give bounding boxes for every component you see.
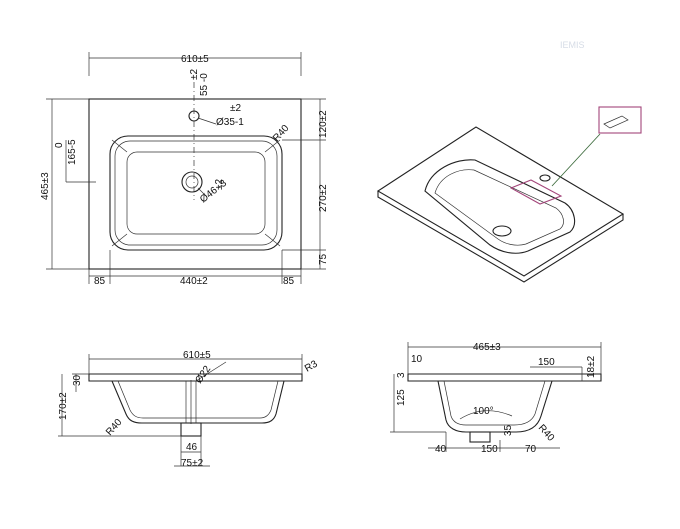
side-rim [407,373,602,382]
side-bowl [437,380,553,433]
angle-arc [459,410,513,420]
iso-bowl-rim [424,159,576,254]
side-rim-height: 3 [396,372,407,378]
top-view-bowl-outer [109,135,283,251]
width-dim: 610±5 [181,54,209,65]
front-edge-radius: R3 [303,358,320,374]
iso-highlight-area [509,179,563,205]
drain-inner [185,175,199,189]
front-width-dim: 610±5 [183,350,211,361]
back-dim: 120±2 [318,110,329,138]
side-bowl-inner [443,380,546,426]
corner-radius: R40 [271,123,292,144]
top-view-bowl-inner [126,151,266,235]
side-bowl-height: 125 [396,389,407,406]
tap-hole-diameter: Ø35-1 [216,117,244,128]
front-bowl-radius: R40 [104,417,125,438]
watermark-text: IEMIS [560,40,585,50]
bowl-corner-line [111,139,128,153]
side-outlet [469,431,491,443]
front-bowl-inner [117,380,279,419]
front-bowl [111,380,285,424]
front-dim: 75 [318,253,329,265]
front-rim-height: 30 [72,374,83,386]
front-drain-diameter: Ø22 [193,364,213,386]
tap-offset-dim: 55 -0 [199,73,210,96]
side-bottom-mid: 150 [481,444,498,455]
iso-drain [492,225,512,237]
callout-leader [551,133,601,187]
front-rim [88,373,303,382]
side-rim-thickness: 18±2 [586,355,597,378]
front-section: 610±5 R3 Ø22 30 170±2 R40 46 75±2 [58,350,320,469]
front-outlet-width: 46 [186,442,198,453]
drain-diameter-tol: ±2 [214,179,225,190]
iso-tap-hole [539,174,551,182]
front-total-height: 170±2 [58,392,69,420]
side-section: 465±3 10 150 18±2 3 125 100° 35 R40 40 1… [390,342,602,455]
leader-line [197,117,217,125]
leader-line [195,361,227,382]
side-bottom-left: 40 [435,444,447,455]
left-margin-dim: 85 [94,276,106,287]
front-outlet [180,422,202,437]
side-depth-dim: 465±3 [473,342,501,353]
bowl-offset: 165-5 [67,139,78,165]
top-view-slab-outline [88,98,302,270]
callout-detail [603,115,629,129]
iso-slab-edge [377,191,624,283]
side-slot-width: 150 [538,357,555,368]
top-view: 610±5 55 -0 ±2 ±2 Ø35-1 ±2 Ø46 -3 R40 46… [40,52,329,287]
side-bowl-radius: R40 [536,423,557,444]
side-bottom-angle: 100° [473,406,494,417]
drain-outer [181,171,203,193]
bowl-offset-tol: 0 [54,142,65,148]
side-outlet-height: 35 [503,424,514,436]
bowl-depth-dim: 270±2 [318,184,329,212]
bowl-corner-line [264,139,281,153]
tap-hole-tol: ±2 [230,103,241,114]
front-outlet-total: 75±2 [181,458,204,469]
iso-bowl-inner [434,169,564,246]
side-back-edge: 10 [411,354,423,365]
top-view-bowl-mid [114,140,278,246]
callout-box [598,106,642,134]
side-bottom-right: 70 [525,444,537,455]
tap-offset-tol: ±2 [189,69,200,80]
bowl-corner-line [111,233,128,247]
depth-dim: 465±3 [40,172,51,200]
leader-line [197,187,207,197]
isometric-view [376,106,642,283]
bowl-width-dim: 440±2 [180,276,208,287]
bowl-corner-line [264,233,281,247]
right-margin-dim: 85 [283,276,295,287]
